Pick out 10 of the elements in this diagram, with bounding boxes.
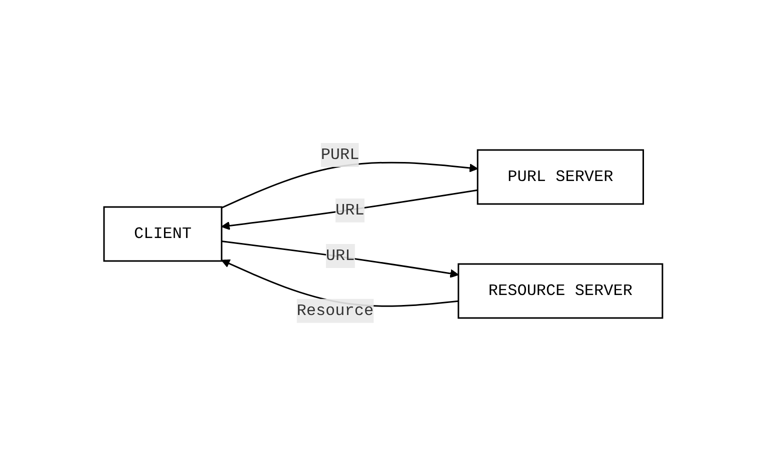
edge-label: PURL bbox=[321, 146, 360, 164]
edge-label: Resource bbox=[297, 301, 374, 320]
node-box: RESOURCE SERVER bbox=[458, 262, 664, 318]
arrow bbox=[222, 161, 478, 208]
node-box: PURL SERVER bbox=[477, 148, 644, 204]
edge-label: URL bbox=[336, 201, 365, 220]
arrow bbox=[222, 240, 460, 278]
node-box: CLIENT bbox=[104, 206, 223, 262]
arrow bbox=[221, 188, 478, 230]
edge-label: URL bbox=[326, 246, 355, 265]
